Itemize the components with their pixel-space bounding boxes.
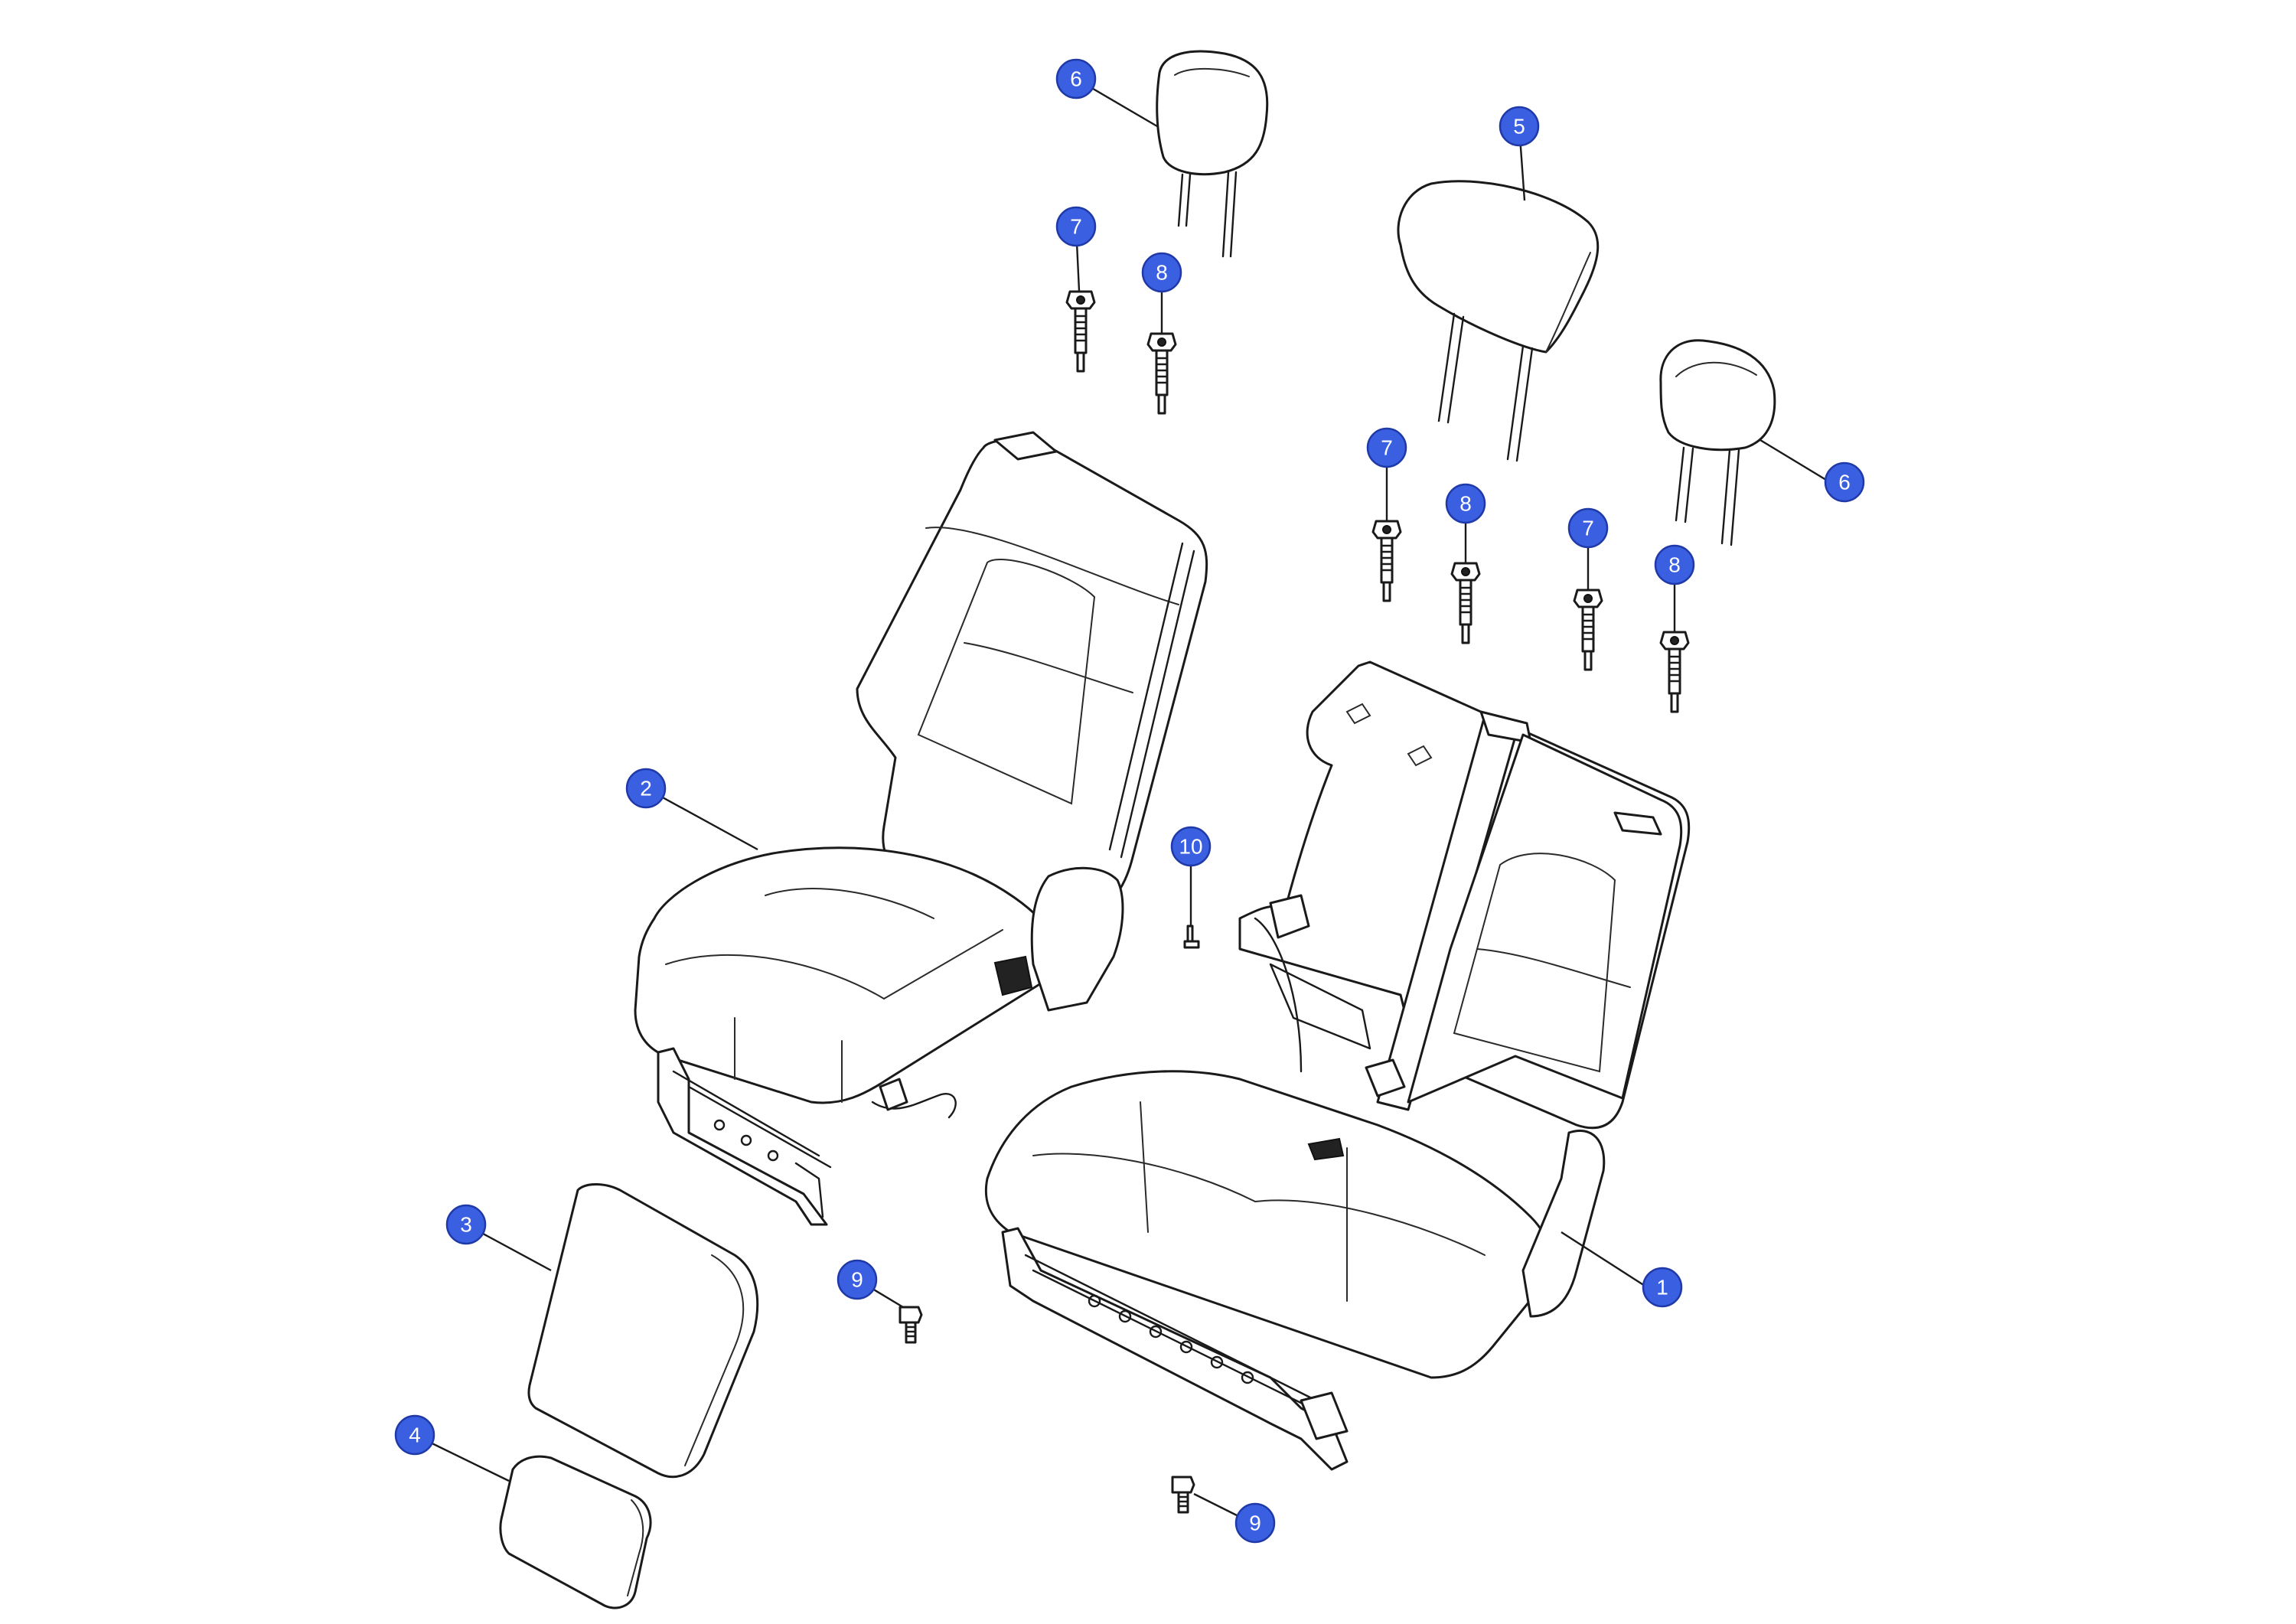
svg-text:7: 7: [1070, 215, 1082, 239]
svg-text:10: 10: [1179, 835, 1202, 859]
seat-assembly-left: [634, 431, 1208, 1226]
callout-2[interactable]: 2: [625, 768, 667, 809]
pin-10: [1183, 925, 1200, 949]
headrest-right-outboard: [1659, 339, 1776, 546]
bolt-9-lower: [1171, 1476, 1195, 1514]
svg-text:9: 9: [1249, 1511, 1261, 1535]
backrest-trim-panel: [527, 1183, 759, 1479]
svg-text:8: 8: [1156, 261, 1168, 285]
callout-7-middle[interactable]: 7: [1366, 427, 1407, 468]
callout-9-lower[interactable]: 9: [1234, 1502, 1276, 1544]
headrest-left-outboard: [1156, 50, 1269, 258]
callout-7-right[interactable]: 7: [1567, 507, 1609, 549]
callout-4[interactable]: 4: [394, 1414, 435, 1456]
svg-text:9: 9: [851, 1268, 863, 1292]
guide-sleeve-8-right: [1659, 631, 1690, 713]
svg-text:8: 8: [1459, 492, 1472, 516]
guide-sleeve-7-upper: [1065, 290, 1096, 373]
callout-8-middle[interactable]: 8: [1445, 483, 1486, 524]
svg-text:6: 6: [1838, 471, 1851, 494]
svg-text:1: 1: [1656, 1276, 1668, 1300]
callout-8-right[interactable]: 8: [1654, 544, 1695, 585]
bolt-9-left: [899, 1306, 923, 1344]
callout-6-right[interactable]: 6: [1824, 461, 1865, 503]
guide-sleeve-8-middle: [1450, 562, 1481, 644]
callout-10[interactable]: 10: [1170, 826, 1212, 867]
callout-3[interactable]: 3: [445, 1204, 487, 1245]
callout-1[interactable]: 1: [1642, 1267, 1683, 1308]
guide-sleeve-7-middle: [1371, 520, 1402, 602]
seat-assembly-right: [984, 660, 1691, 1471]
svg-text:7: 7: [1381, 436, 1393, 460]
svg-text:4: 4: [409, 1423, 421, 1447]
callout-8-upper[interactable]: 8: [1141, 252, 1182, 293]
callout-7-upper[interactable]: 7: [1055, 206, 1097, 247]
headrest-center: [1397, 180, 1600, 462]
guide-sleeve-8-upper: [1146, 332, 1177, 415]
callout-6-upper[interactable]: 6: [1055, 58, 1097, 99]
guide-sleeve-7-right: [1573, 589, 1603, 671]
svg-text:8: 8: [1668, 553, 1681, 577]
callout-9-left[interactable]: 9: [837, 1259, 878, 1300]
svg-text:5: 5: [1513, 115, 1525, 139]
svg-text:6: 6: [1070, 67, 1082, 91]
cushion-trim-panel: [499, 1455, 652, 1609]
svg-text:7: 7: [1582, 517, 1594, 540]
svg-text:2: 2: [640, 777, 652, 801]
svg-text:3: 3: [460, 1213, 472, 1237]
callout-5[interactable]: 5: [1499, 106, 1540, 147]
